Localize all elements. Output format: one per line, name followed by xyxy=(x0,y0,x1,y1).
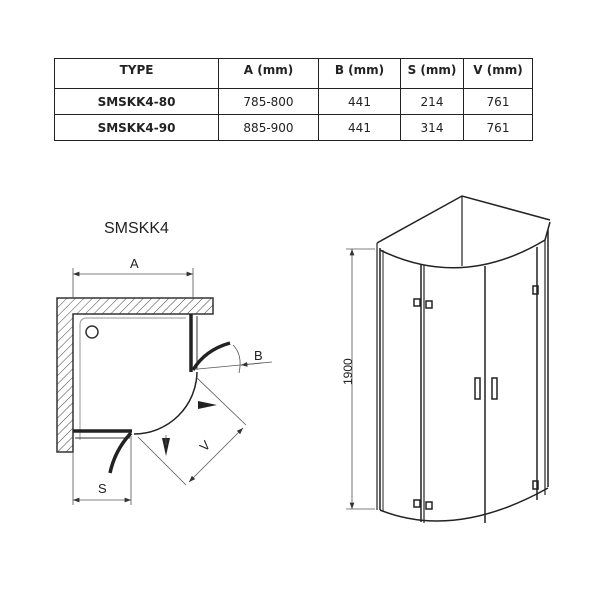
plan-title: SMSKK4 xyxy=(104,220,169,237)
table-header-row: TYPE A (mm) B (mm) S (mm) V (mm) xyxy=(54,58,533,89)
label-a: A xyxy=(130,256,139,271)
cell-s: 214 xyxy=(400,88,464,115)
cell-v: 761 xyxy=(463,88,533,115)
door-handle xyxy=(491,377,498,400)
door-handle xyxy=(474,377,481,400)
hinge xyxy=(425,501,433,510)
cell-s: 314 xyxy=(400,114,464,141)
cell-v: 761 xyxy=(463,114,533,141)
swing-arrow-icon xyxy=(162,438,170,456)
label-s: S xyxy=(98,481,107,496)
cell-type: SMSKK4-90 xyxy=(54,114,219,141)
cell-b: 441 xyxy=(318,88,401,115)
header-a: A (mm) xyxy=(218,58,319,89)
hinge xyxy=(413,298,421,307)
header-v: V (mm) xyxy=(463,58,533,89)
table-row: SMSKK4-80 785-800 441 214 761 xyxy=(54,88,533,115)
cell-a: 785-800 xyxy=(218,88,319,115)
hinge xyxy=(413,499,421,508)
hinge xyxy=(425,300,433,309)
hinge xyxy=(532,285,539,295)
elevation-view xyxy=(346,195,551,523)
header-s: S (mm) xyxy=(400,58,464,89)
cell-a: 885-900 xyxy=(218,114,319,141)
dimensions-table: TYPE A (mm) B (mm) S (mm) V (mm) SMSKK4-… xyxy=(54,58,533,141)
table-row: SMSKK4-90 885-900 441 314 761 xyxy=(54,114,533,141)
wall xyxy=(56,297,214,453)
hinge xyxy=(532,480,539,490)
height-label: 1900 xyxy=(341,358,355,385)
swing-arrow-icon xyxy=(198,401,217,409)
plan-view: SMSKK4 A B V xyxy=(56,220,273,505)
label-b: B xyxy=(254,348,263,363)
label-v: V xyxy=(197,437,214,454)
header-type: TYPE xyxy=(54,58,219,89)
